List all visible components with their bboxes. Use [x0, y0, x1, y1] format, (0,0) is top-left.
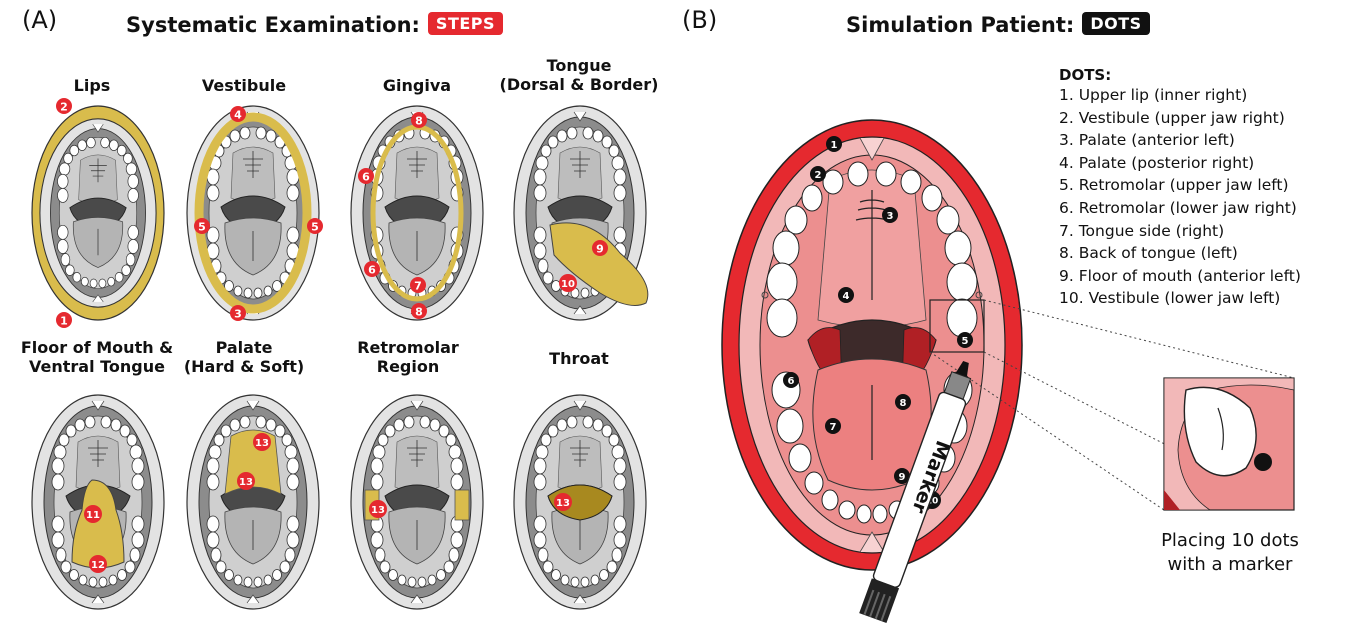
svg-text:6: 6: [362, 171, 370, 184]
mouth-diagram-tongue: [514, 106, 648, 320]
mouth-diagram-palate: [187, 395, 319, 609]
svg-text:2: 2: [60, 101, 68, 114]
svg-text:3: 3: [234, 308, 242, 321]
step-marker: 3: [230, 305, 246, 321]
svg-text:13: 13: [255, 438, 269, 449]
step-marker: 8: [411, 303, 427, 319]
zoom-dot: [1254, 453, 1272, 471]
steps-diagrams: 2 1 4 5 5 3 8 6 6 7 8 9 10 11 12 13 13 1…: [0, 0, 680, 625]
step-marker: 13: [237, 472, 255, 490]
svg-text:8: 8: [415, 115, 423, 128]
step-marker: 1: [56, 312, 72, 328]
mouth-diagram-throat: [514, 395, 646, 609]
svg-text:5: 5: [311, 221, 319, 234]
svg-text:1: 1: [60, 315, 68, 328]
svg-text:12: 12: [91, 560, 105, 571]
step-marker: 9: [592, 240, 608, 256]
marker-caption: Placing 10 dots with a marker: [1130, 529, 1330, 577]
dot-marker: 7: [825, 418, 841, 434]
svg-text:4: 4: [234, 109, 242, 122]
mouth-diagram-vestibule: [187, 106, 319, 320]
svg-text:3: 3: [887, 211, 894, 222]
caption-line: Placing 10 dots: [1130, 529, 1330, 553]
svg-text:6: 6: [788, 376, 795, 387]
step-marker: 6: [364, 261, 380, 277]
dot-marker: 2: [810, 166, 826, 182]
svg-text:5: 5: [962, 336, 969, 347]
svg-text:4: 4: [843, 291, 850, 302]
mouth-diagram-lips: [32, 106, 164, 320]
dot-marker: 3: [882, 207, 898, 223]
dots-badge: DOTS: [1082, 12, 1149, 35]
svg-text:1: 1: [831, 140, 838, 151]
svg-text:8: 8: [900, 398, 907, 409]
mouth-diagram-floor-of-mouth: [32, 395, 164, 609]
svg-text:13: 13: [239, 477, 253, 488]
step-marker: 5: [307, 218, 323, 234]
svg-text:10: 10: [561, 279, 575, 290]
dot-marker: 1: [826, 136, 842, 152]
svg-text:13: 13: [371, 505, 385, 516]
step-marker: 2: [56, 98, 72, 114]
step-marker: 8: [411, 112, 427, 128]
svg-text:9: 9: [899, 472, 906, 483]
step-marker: 13: [369, 500, 387, 518]
step-marker: 6: [358, 168, 374, 184]
step-marker: 10: [559, 274, 577, 292]
svg-text:7: 7: [414, 280, 422, 293]
step-marker: 4: [230, 106, 246, 122]
mouth-diagram-retromolar: [351, 395, 483, 609]
dot-marker: 5: [957, 332, 973, 348]
svg-text:13: 13: [556, 498, 570, 509]
panel-b-title: Simulation Patient: DOTS: [846, 12, 1150, 37]
panel-b-title-text: Simulation Patient:: [846, 13, 1074, 37]
zoom-inset: [1164, 378, 1294, 510]
dot-marker: 8: [895, 394, 911, 410]
dot-marker: 6: [783, 372, 799, 388]
step-marker: 13: [554, 493, 572, 511]
svg-text:5: 5: [198, 221, 206, 234]
svg-text:9: 9: [596, 243, 604, 256]
dot-marker: 4: [838, 287, 854, 303]
panel-b-letter: (B): [682, 6, 717, 34]
step-marker: 13: [253, 433, 271, 451]
svg-text:11: 11: [86, 510, 100, 521]
caption-line: with a marker: [1130, 553, 1330, 577]
dots-legend-title: DOTS:: [1059, 66, 1301, 84]
step-marker: 5: [194, 218, 210, 234]
svg-text:6: 6: [368, 264, 376, 277]
svg-text:8: 8: [415, 306, 423, 319]
svg-text:7: 7: [830, 422, 837, 433]
step-marker: 7: [410, 277, 426, 293]
step-marker: 11: [84, 505, 102, 523]
step-marker: 12: [89, 555, 107, 573]
svg-text:2: 2: [815, 170, 822, 181]
